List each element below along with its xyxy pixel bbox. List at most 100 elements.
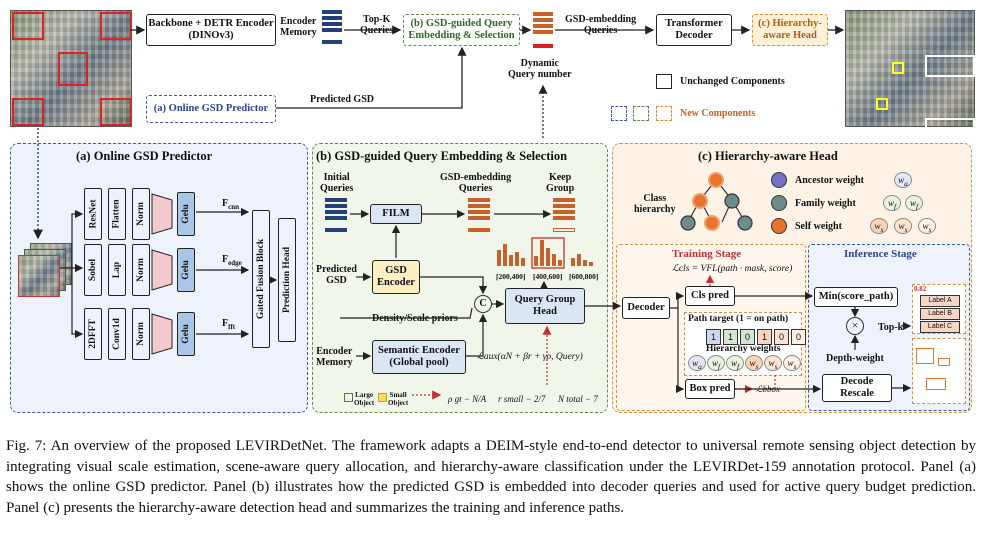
min-score-label: Min(score_path) — [818, 291, 894, 302]
out-box-big — [916, 348, 934, 364]
query-group-head-label: Query Group Head — [514, 294, 576, 317]
hw-ws1: ws — [745, 355, 763, 371]
panel-b-title: (b) GSD-guided Query Embedding & Selecti… — [316, 149, 568, 163]
prediction-head-box: Prediction Head — [278, 218, 296, 342]
gsd-guided-top-label: (b) GSD-guided Query Embedding & Selecti… — [408, 18, 515, 41]
ancestor-weight-label: Ancestor weight — [795, 175, 864, 186]
crop-box-4 — [12, 98, 44, 126]
crop-box-2 — [100, 12, 132, 40]
hier-weights-label: Hierarchy weights — [706, 344, 781, 354]
range-2: [400,600] — [533, 272, 563, 281]
gsd-emb-queries-label: GSD-embedding Queries — [440, 172, 512, 194]
crop-box-1 — [12, 12, 44, 40]
encoder-memory-b-label: Encoder Memory — [316, 346, 353, 368]
multiply-circle: × — [846, 317, 864, 335]
legend-new-orange — [656, 106, 672, 121]
backbone-label: Backbone + DETR Encoder — [148, 18, 274, 29]
f-cnn-label: Fcnn — [222, 198, 239, 213]
out-box-small — [938, 358, 950, 366]
path-bit: 1 — [723, 329, 738, 345]
figure-caption: Fig. 7: An overview of the proposed LEVI… — [6, 438, 976, 516]
min-score-box: Min(score_path) — [814, 287, 898, 307]
output-box-1 — [925, 55, 975, 77]
gsd-encoder-label: GSD Encoder — [377, 265, 415, 288]
score-label: 0.82 — [914, 285, 927, 293]
decode-rescale-label: Decode Rescale — [840, 376, 874, 399]
memory-stack-top — [322, 10, 342, 44]
family-weight-label: Family weight — [795, 198, 856, 209]
histogram-bars — [497, 237, 593, 269]
out-box-mid — [926, 378, 946, 390]
crop-box-3 — [58, 52, 88, 86]
n-total-label: N total − 7 — [558, 394, 598, 404]
w-f-badge-2: wf — [905, 195, 923, 211]
initial-queries-stack — [325, 198, 347, 232]
panel-c-title: (c) Hierarchy-aware Head — [698, 149, 838, 163]
large-object-label: Large Object — [354, 391, 375, 407]
online-gsd-top-label: (a) Online GSD Predictor — [153, 103, 269, 114]
initial-queries-label: Initial Queries — [320, 172, 354, 194]
decode-rescale-box: Decode Rescale — [822, 374, 892, 402]
norm-box-1: Norm — [132, 188, 150, 240]
f-fft-sub: fft — [228, 323, 236, 331]
class-hierarchy-label: Class hierarchy — [634, 193, 676, 215]
f-edge-label: Fedge — [222, 254, 242, 269]
range-1: [200,400] — [496, 272, 526, 281]
decoder-label: Decoder — [627, 302, 665, 313]
label-b-box: Label B — [920, 308, 960, 320]
path-bit: 0 — [774, 329, 789, 345]
transformer-decoder-label: Transformer Decoder — [665, 18, 723, 41]
label-c-box: Label C — [920, 321, 960, 333]
dynamic-query-label: Dynamic Query number — [508, 58, 572, 80]
box-pred-label: Box pred — [689, 383, 731, 394]
hierarchy-head-top-box: (c) Hierarchy- aware Head — [752, 14, 828, 46]
sobel-box: Sobel — [84, 244, 102, 296]
output-boxes-panel — [912, 338, 966, 404]
class-tree — [680, 172, 753, 231]
legend-unchanged-swatch — [656, 74, 672, 89]
predicted-gsd-top: Predicted GSD — [310, 94, 374, 105]
output-box-y2 — [876, 98, 888, 110]
backbone-sub: (DINOv3) — [188, 30, 234, 41]
hier-weight-badges: wa wf wf ws ws ws — [688, 355, 801, 371]
small-object-label: Small Object — [388, 391, 409, 407]
path-bit: 1 — [706, 329, 721, 345]
f-fft-main: F — [222, 318, 229, 329]
cls-pred-label: Cls pred — [690, 290, 730, 301]
large-object-swatch — [344, 393, 353, 402]
decoder-box: Decoder — [622, 297, 670, 319]
encoder-memory-top: Encoder Memory — [280, 16, 317, 38]
semantic-encoder-box: Semantic Encoder (Global pool) — [372, 340, 466, 374]
predicted-gsd-b-label: Predicted GSD — [316, 264, 357, 286]
path-bit: 1 — [757, 329, 772, 345]
backbone-box: Backbone + DETR Encoder (DINOv3) — [146, 14, 276, 46]
hw-wf2: wf — [726, 355, 744, 371]
family-circle — [771, 195, 787, 211]
r-small-label: r small − 2/7 — [498, 394, 546, 404]
w-s-badge-2: ws — [894, 218, 912, 234]
training-stage-title: Training Stage — [672, 248, 742, 260]
legend-new-label: New Components — [680, 108, 756, 119]
path-bit: 0 — [791, 329, 806, 345]
cls-pred-box: Cls pred — [685, 286, 735, 306]
aux-loss-label: ℒaux(αN + βr + γρ, Query) — [477, 352, 583, 362]
output-box-y1 — [892, 62, 904, 74]
cls-loss-label: ℒcls = VFL(path · mask, score) — [672, 264, 793, 274]
f-cnn-main: F — [222, 198, 229, 209]
box-pred-box: Box pred — [685, 379, 735, 399]
gsd-encoder-box: GSD Encoder — [372, 260, 420, 294]
f-fft-label: Ffft — [222, 318, 235, 333]
legend-new-green — [633, 106, 649, 121]
w-s-badge-1: ws — [870, 218, 888, 234]
label-a-text: Label A — [928, 297, 952, 304]
conv1d-box: Conv1d — [108, 308, 126, 360]
semantic-encoder-label: Semantic Encoder (Global pool) — [378, 345, 460, 368]
resnet-box: ResNet — [84, 188, 102, 240]
legend-new-blue — [611, 106, 627, 121]
hw-ws2: ws — [764, 355, 782, 371]
path-bit: 0 — [740, 329, 755, 345]
hw-ws3: ws — [783, 355, 801, 371]
w-f-badge-1: wf — [883, 195, 901, 211]
2dfft-box: 2DFFT — [84, 308, 102, 360]
